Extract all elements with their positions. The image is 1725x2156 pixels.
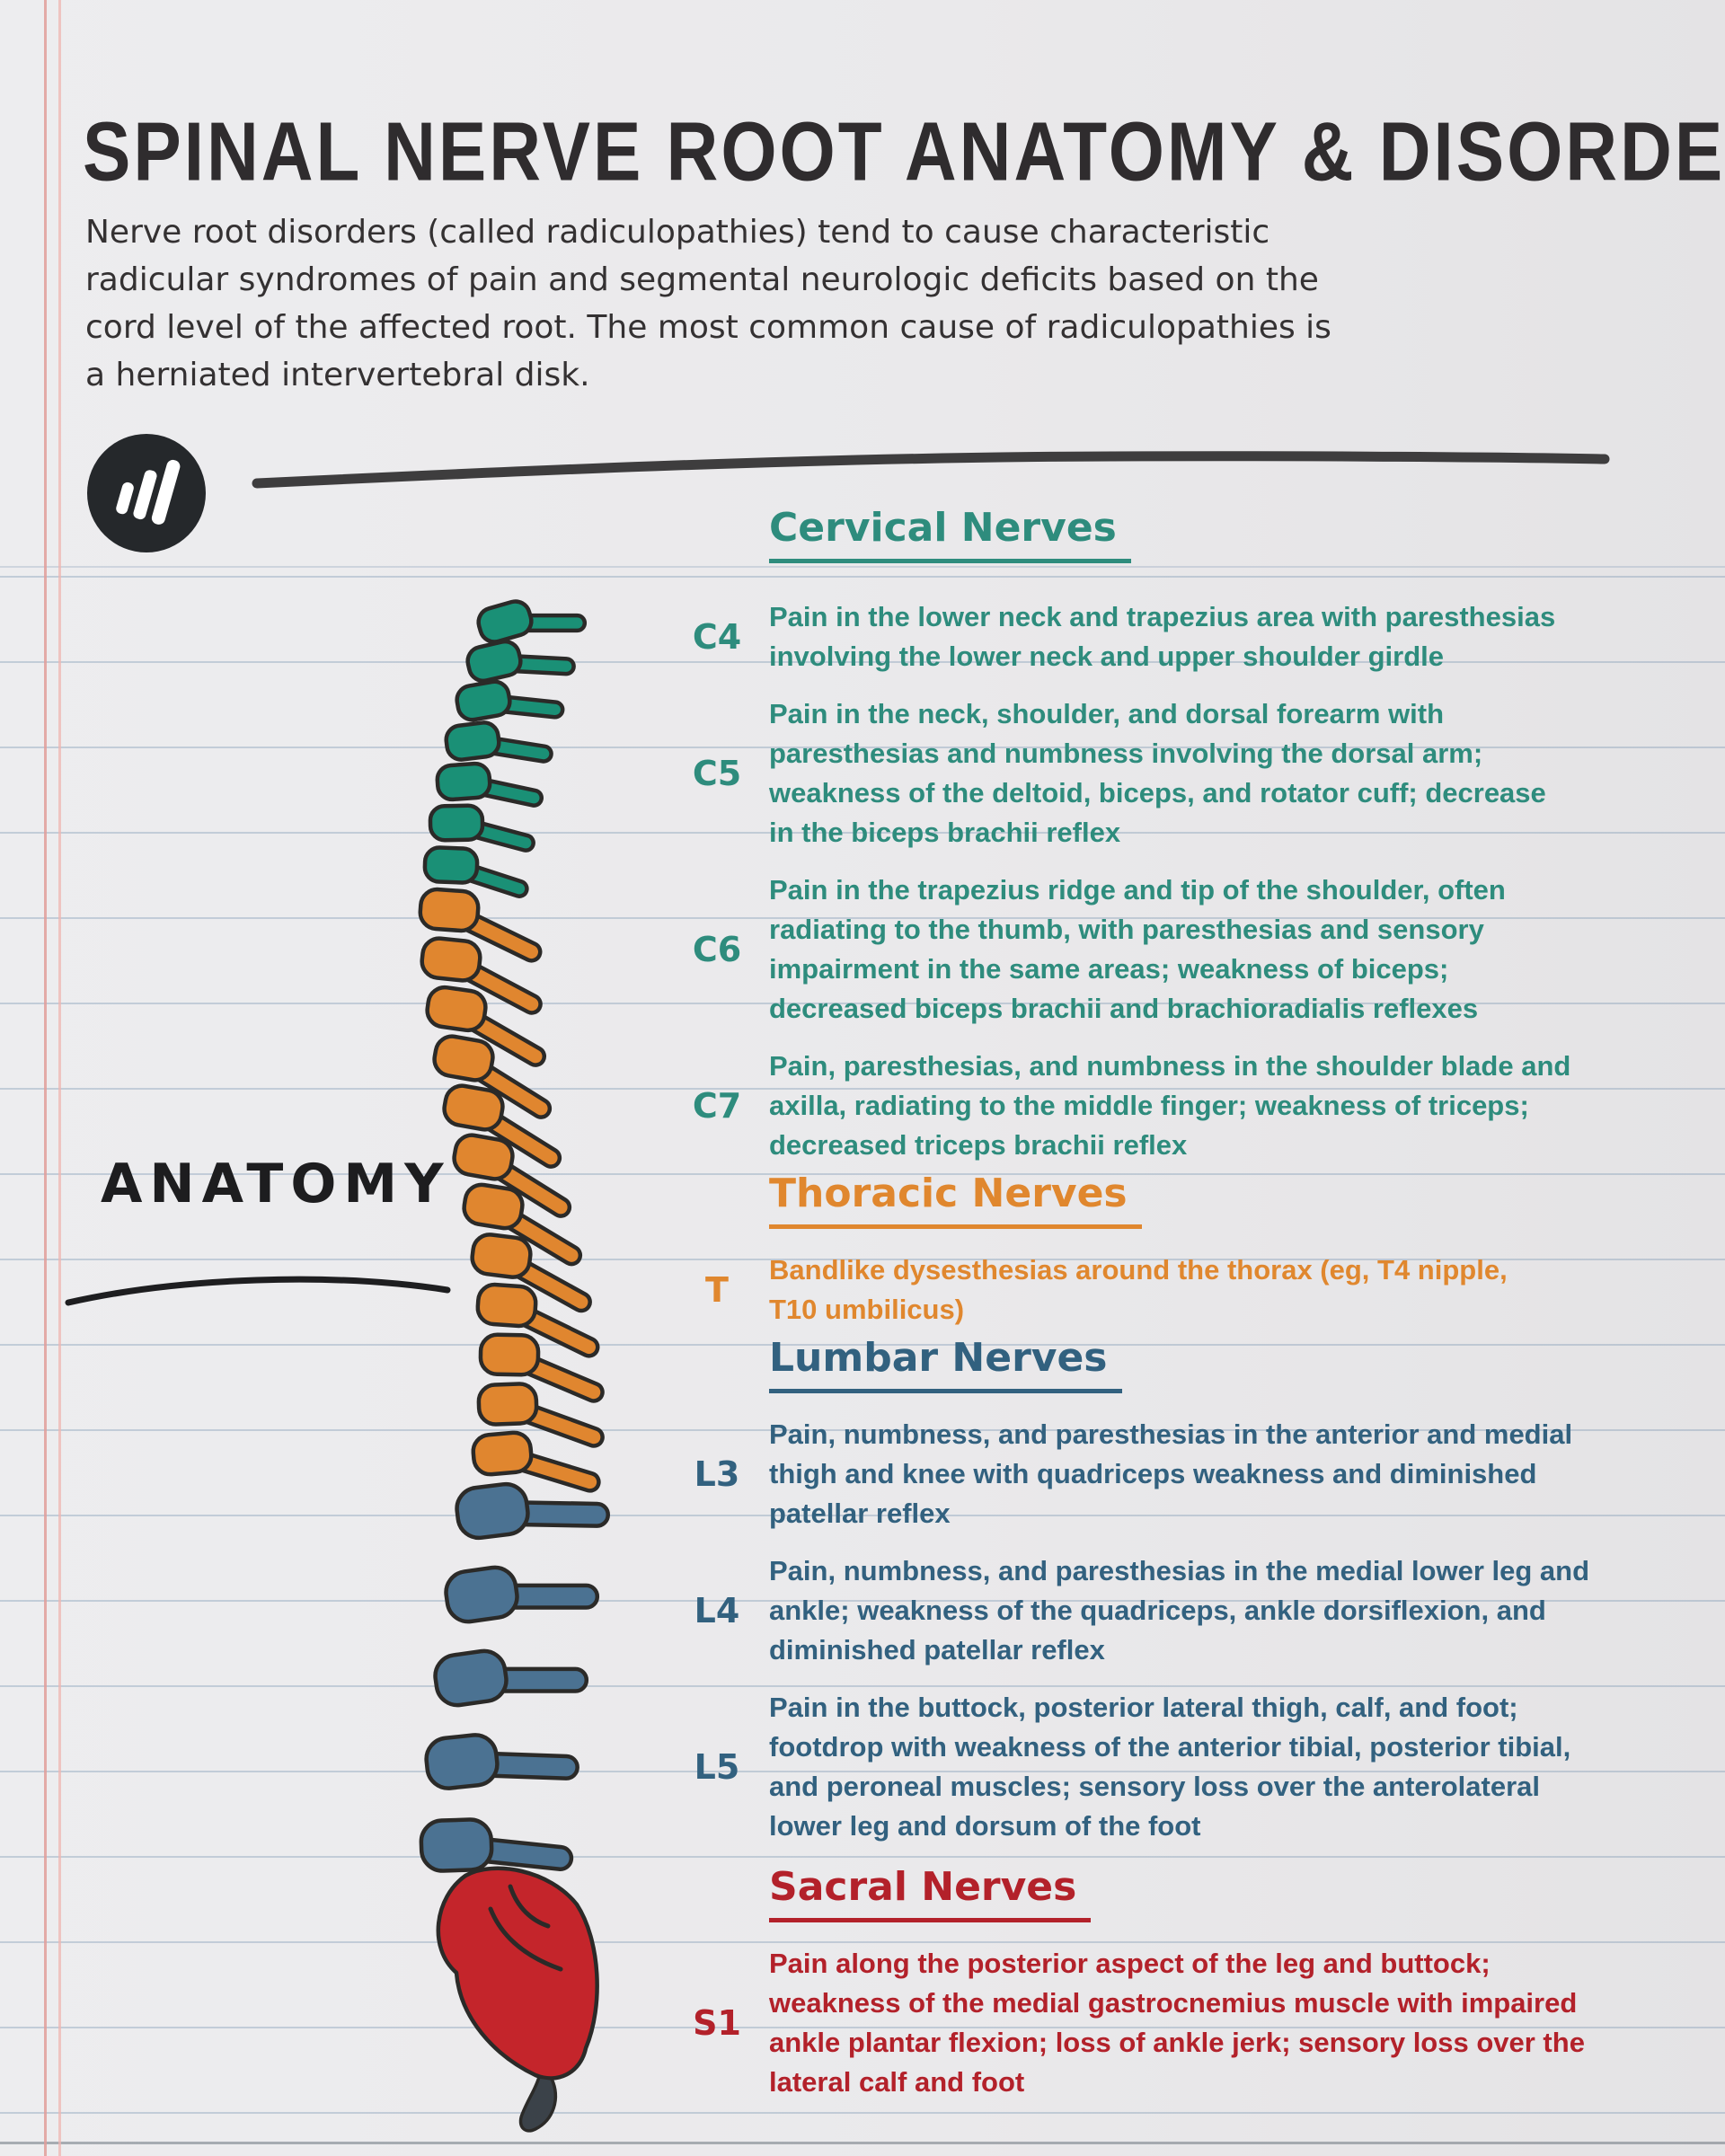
page-bottom-edge bbox=[0, 2142, 1725, 2144]
nerve-level-label: T bbox=[705, 1270, 729, 1310]
section-entries: L3 Pain, numbness, and paresthesias in t… bbox=[665, 1415, 1698, 1846]
nerve-entry-text: Pain in the buttock, posterior lateral t… bbox=[769, 1692, 1571, 1842]
anatomy-label: ANATOMY bbox=[101, 1153, 451, 1215]
section-lumbar: Lumbar Nerves L3 Pain, numbness, and par… bbox=[665, 1335, 1698, 1846]
nerve-level-label: L3 bbox=[694, 1454, 740, 1494]
anatomy-underline bbox=[65, 1276, 451, 1306]
nerve-entry-text: Pain, paresthesias, and numbness in the … bbox=[769, 1050, 1571, 1161]
nerve-entry-text: Bandlike dysesthesias around the thorax … bbox=[769, 1254, 1508, 1325]
section-heading: Sacral Nerves bbox=[769, 1864, 1092, 1922]
nerve-level-label: L4 bbox=[694, 1591, 740, 1630]
nerve-entry-row: C4 Pain in the lower neck and trapezius … bbox=[665, 597, 1698, 676]
nerve-sections: Cervical Nerves C4 Pain in the lower nec… bbox=[665, 505, 1698, 2102]
section-entries: T Bandlike dysesthesias around the thora… bbox=[665, 1250, 1698, 1330]
nerve-entry-row: L3 Pain, numbness, and paresthesias in t… bbox=[665, 1415, 1698, 1533]
page-title: SPINAL NERVE ROOT ANATOMY & DISORDERS bbox=[83, 105, 1725, 199]
nerve-level-label: C5 bbox=[692, 754, 742, 793]
nerve-level-label: L5 bbox=[694, 1747, 740, 1787]
ruled-line bbox=[0, 566, 1725, 568]
nerve-entry-text: Pain, numbness, and paresthesias in the … bbox=[769, 1418, 1573, 1529]
section-thoracic: Thoracic Nerves T Bandlike dysesthesias … bbox=[665, 1171, 1698, 1330]
section-heading: Lumbar Nerves bbox=[769, 1335, 1122, 1393]
nerve-entry-row: C5 Pain in the neck, shoulder, and dorsa… bbox=[665, 694, 1698, 853]
nerve-level-label: C4 bbox=[692, 617, 742, 657]
nerve-level-label: S1 bbox=[693, 2003, 741, 2043]
nerve-entry-row: L5 Pain in the buttock, posterior latera… bbox=[665, 1688, 1698, 1846]
divider-line bbox=[252, 451, 1610, 489]
nerve-entry-row: T Bandlike dysesthesias around the thora… bbox=[665, 1250, 1698, 1330]
nerve-level-label: C6 bbox=[692, 930, 742, 969]
nerve-entry-row: C7 Pain, paresthesias, and numbness in t… bbox=[665, 1047, 1698, 1165]
section-entries: C4 Pain in the lower neck and trapezius … bbox=[665, 597, 1698, 1165]
section-cervical: Cervical Nerves C4 Pain in the lower nec… bbox=[665, 505, 1698, 1165]
nerve-entry-row: S1 Pain along the posterior aspect of th… bbox=[665, 1944, 1698, 2102]
nerve-entry-text: Pain in the trapezius ridge and tip of t… bbox=[769, 874, 1506, 1024]
nerve-entry-row: L4 Pain, numbness, and paresthesias in t… bbox=[665, 1551, 1698, 1670]
section-heading: Cervical Nerves bbox=[769, 505, 1131, 563]
section-heading: Thoracic Nerves bbox=[769, 1171, 1142, 1229]
nerve-entry-text: Pain, numbness, and paresthesias in the … bbox=[769, 1555, 1590, 1666]
medscape-logo-icon bbox=[87, 434, 206, 552]
intro-text: Nerve root disorders (called radiculopat… bbox=[85, 214, 1331, 393]
margin-line bbox=[44, 0, 47, 2156]
spine-illustration bbox=[418, 599, 610, 2133]
nerve-entry-text: Pain in the neck, shoulder, and dorsal f… bbox=[769, 698, 1546, 848]
nerve-entry-row: C6 Pain in the trapezius ridge and tip o… bbox=[665, 870, 1698, 1029]
section-sacral: Sacral Nerves S1 Pain along the posterio… bbox=[665, 1864, 1698, 2102]
section-entries: S1 Pain along the posterior aspect of th… bbox=[665, 1944, 1698, 2102]
margin-line bbox=[58, 0, 61, 2156]
nerve-entry-text: Pain in the lower neck and trapezius are… bbox=[769, 601, 1556, 672]
nerve-level-label: C7 bbox=[692, 1086, 742, 1126]
nerve-entry-text: Pain along the posterior aspect of the l… bbox=[769, 1948, 1585, 2098]
